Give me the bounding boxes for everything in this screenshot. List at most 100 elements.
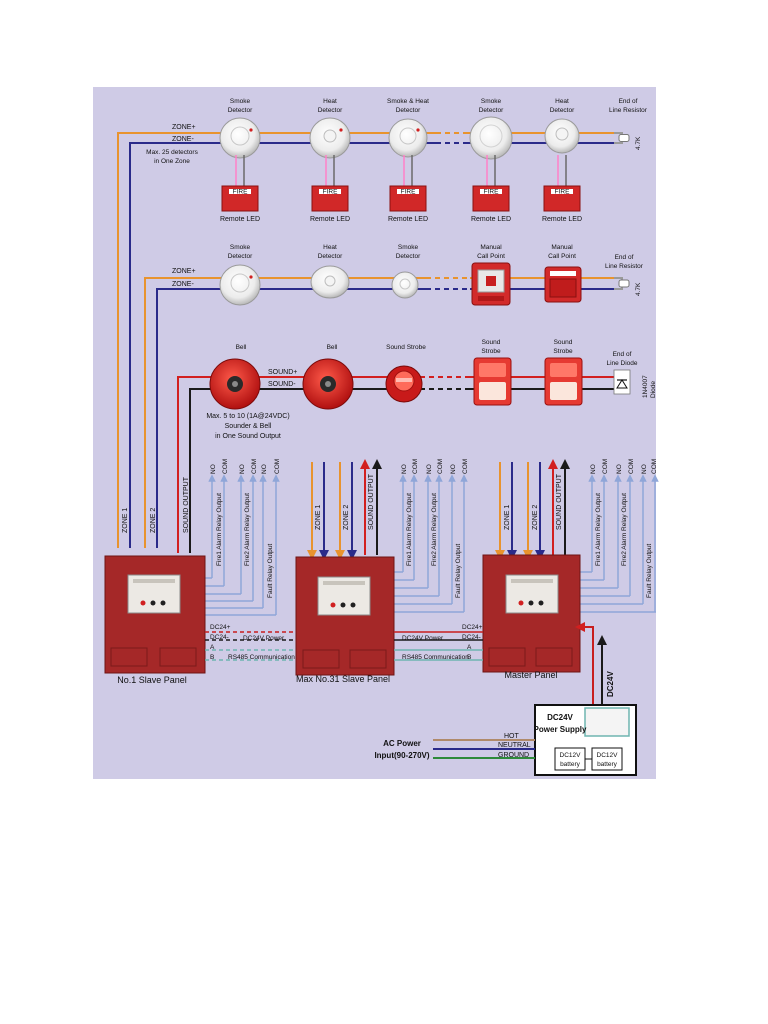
dc24v-feed <box>575 622 607 708</box>
zone2-device-2-label-2: Detector <box>318 253 343 260</box>
fire2-relay-label: Fire2 Alarm Relay Output <box>621 493 628 566</box>
dc24-plus-label: DC24+ <box>462 624 483 631</box>
remote-led-label: Remote LED <box>310 216 350 223</box>
no-label: NO <box>590 464 597 474</box>
hot-label: HOT <box>504 733 520 740</box>
zone1-max-note-2: in One Zone <box>154 158 190 165</box>
sound-note-1: Max. 5 to 10 (1A@24VDC) <box>206 413 289 420</box>
battery-1-label-2: battery <box>560 761 581 768</box>
zone2-device-2-label-1: Heat <box>323 244 337 251</box>
zone1-device-5-label-1: Heat <box>555 98 569 105</box>
sound-output-bus-label: SOUND OUTPUT <box>368 473 375 530</box>
zone1-eol-value: 4.7K <box>635 136 642 150</box>
slave1-panel <box>104 555 206 674</box>
zone2-bus-label: ZONE 2 <box>150 508 157 533</box>
relay-outputs-master <box>580 474 659 613</box>
heat-detector-icon <box>544 118 580 154</box>
dc24-minus-label: DC24- <box>210 634 229 641</box>
zone1-device-1-label-2: Detector <box>228 107 253 114</box>
zone1-minus-label: ZONE- <box>172 136 194 143</box>
no-label: NO <box>641 464 648 474</box>
remote-led-box-text: FIRE <box>484 189 499 196</box>
zone2-device-5-label-1: Manual <box>551 244 573 251</box>
dc24v-vertical-label: DC24V <box>606 671 615 697</box>
com-label: COM <box>602 459 609 474</box>
smoke-detector-icon <box>219 264 261 306</box>
zone1-device-4-label-1: Smoke <box>481 98 502 105</box>
sound-plus-label: SOUND+ <box>268 369 297 376</box>
remote-led-icon: FIRE <box>472 185 510 212</box>
sound-device-5-label-1: Sound <box>554 339 573 346</box>
zone1-bus-label: ZONE 1 <box>122 508 129 533</box>
rs485-label: RS485 Communication <box>228 654 295 661</box>
zone2-bus-label: ZONE 2 <box>532 505 539 530</box>
zone2-device-3-label-2: Detector <box>396 253 421 260</box>
relay-output-labels: Fire1 Alarm Relay Output Fire2 Alarm Rel… <box>216 493 653 598</box>
dc24-minus-label: DC24- <box>462 634 481 641</box>
com-label: COM <box>251 459 258 474</box>
manual-call-point-icon <box>471 262 511 306</box>
slave31-panel-label: Max No.31 Slave Panel <box>296 674 390 684</box>
rs485-label: RS485 Communication <box>402 654 469 661</box>
no-label: NO <box>261 464 268 474</box>
slave1-panel-label: No.1 Slave Panel <box>117 675 187 685</box>
no-label: NO <box>426 464 433 474</box>
relay-outputs-slave1 <box>204 474 280 616</box>
ac-power-label-1: AC Power <box>383 739 421 748</box>
sound-note-3: in One Sound Output <box>215 433 281 440</box>
sound-device-5-label-2: Strobe <box>553 348 573 355</box>
zone1-max-note-1: Max. 25 detectors <box>146 149 198 156</box>
heat-detector-icon <box>309 117 351 159</box>
master-input-arrows <box>495 459 570 560</box>
com-label: COM <box>412 459 419 474</box>
fire2-relay-label: Fire2 Alarm Relay Output <box>244 493 251 566</box>
zone2-device-1-label-1: Smoke <box>230 244 251 251</box>
resistor-icon <box>614 277 630 290</box>
sound-eol-label-2: Line Diode <box>606 360 637 367</box>
remote-led-wires <box>235 155 567 186</box>
remote-led-label: Remote LED <box>542 216 582 223</box>
sound-output-bus-label: SOUND OUTPUT <box>183 476 190 533</box>
zone1-device-5-label-2: Detector <box>550 107 575 114</box>
remote-led-label: Remote LED <box>220 216 260 223</box>
sound-device-2-label: Bell <box>327 344 338 351</box>
rs485-b-label: B <box>467 654 471 661</box>
com-label: COM <box>651 459 658 474</box>
sound-device-3-label: Sound Strobe <box>386 344 426 351</box>
fire2-relay-label: Fire2 Alarm Relay Output <box>431 493 438 566</box>
battery-2-label-2: battery <box>597 761 618 768</box>
slave31-panel <box>295 556 395 676</box>
zone2-eol-value: 4.7K <box>635 282 642 296</box>
rs485-a-label: A <box>467 644 472 651</box>
zone2-device-5-label-2: Call Point <box>548 253 576 260</box>
battery-1-label-1: DC12V <box>560 752 582 759</box>
relay-terminal-labels: NO COM NO COM NO COM NO COM NO COM NO CO… <box>210 459 658 474</box>
fault-relay-label: Fault Relay Output <box>646 544 653 598</box>
smoke-detector-icon <box>391 271 419 299</box>
sound-eol-value-1: 1N4007 <box>642 375 649 398</box>
sound-strobe-icon <box>385 365 423 403</box>
dc24v-power-label: DC24V Power <box>243 635 285 642</box>
sound-device-1-label: Bell <box>236 344 247 351</box>
bell-icon <box>209 358 261 410</box>
remote-led-icon: FIRE <box>221 185 259 212</box>
zone1-device-2-label-2: Detector <box>318 107 343 114</box>
zone2-row: ZONE+ ZONE- Smoke Detector Heat Detector… <box>144 244 644 548</box>
zone1-eol-label-1: End of <box>619 98 638 105</box>
fault-relay-label: Fault Relay Output <box>267 544 274 598</box>
ac-input-wires <box>433 739 535 759</box>
sound-device-4-label-1: Sound <box>482 339 501 346</box>
no-label: NO <box>401 464 408 474</box>
ac-power-label-2: Input(90-270V) <box>374 751 429 760</box>
zone2-device-3-label-1: Smoke <box>398 244 419 251</box>
smoke-heat-detector-icon <box>388 118 428 158</box>
bell-icon <box>302 358 354 410</box>
zone2-bus-label: ZONE 2 <box>343 505 350 530</box>
psu-label-1: DC24V <box>547 713 573 722</box>
zone2-eol-label-2: Line Resistor <box>605 263 644 270</box>
dc24-plus-label: DC24+ <box>210 624 231 631</box>
smoke-detector-icon <box>469 116 513 160</box>
com-label: COM <box>437 459 444 474</box>
remote-led-box-text: FIRE <box>233 189 248 196</box>
com-label: COM <box>462 459 469 474</box>
